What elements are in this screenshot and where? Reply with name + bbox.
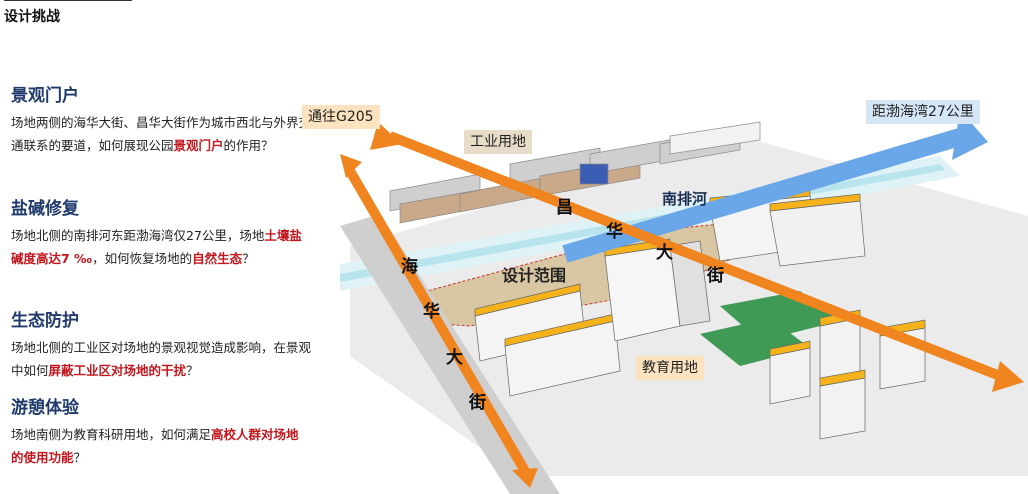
changhua-arrowhead-east (992, 361, 1024, 392)
label-river: 南排河 (662, 190, 708, 208)
section-body: 场地两侧的海华大街、昌华大街作为城市西北与外界交通联系的要道，如何展现公园景观门… (11, 111, 311, 157)
changhua-arrowhead-west (370, 122, 402, 150)
section-gateway: 景观门户 场地两侧的海华大街、昌华大街作为城市西北与外界交通联系的要道，如何展现… (11, 85, 311, 157)
section-recreation: 游憩体验 场地南侧为教育科研用地，如何满足高校人群对场地的使用功能？ (11, 397, 311, 469)
highlight-text: 高校人群对场地的使用功能 (11, 427, 299, 465)
label-bohai: 距渤海湾27公里 (866, 100, 980, 124)
highlight-text: 土壤盐碱度高达7 ‰ (11, 228, 302, 266)
text-run: 场地北侧的工业区对场地的景观视觉造成影响，在景观中如何 (11, 340, 312, 378)
haihua-arrowhead-north (340, 154, 362, 178)
section-heading: 生态防护 (11, 311, 79, 331)
road-char-haihua-2: 华 (423, 302, 440, 322)
road-char-changhua-4: 街 (707, 266, 724, 286)
section-body: 场地北侧的南排河东距渤海湾仅27公里，场地土壤盐碱度高达7 ‰，如何恢复场地的自… (11, 224, 311, 270)
changhua-arrow (388, 131, 1002, 381)
haihua-arrowhead-south (512, 468, 538, 488)
text-run: ，如何恢复场地的 (92, 251, 193, 266)
highlight-text: 自然生态 (192, 251, 243, 266)
text-run: 场地南侧为教育科研用地，如何满足 (11, 427, 212, 442)
road-char-haihua-3: 大 (446, 348, 463, 368)
road-char-changhua-1: 昌 (556, 198, 573, 218)
label-design-area: 设计范围 (502, 266, 567, 285)
road-char-changhua-3: 大 (656, 243, 673, 263)
site-diagram: 通往G205 距渤海湾27公里 工业用地 教育用地 设计范围 南排河 海 华 大… (302, 96, 1028, 494)
section-heading: 盐碱修复 (11, 199, 79, 219)
title-rule (4, 0, 132, 1)
section-heading: 游憩体验 (11, 398, 79, 418)
road-haihua (340, 214, 560, 494)
text-run: ？ (186, 363, 199, 378)
section-body: 场地北侧的工业区对场地的景观视觉造成影响，在景观中如何屏蔽工业区对场地的干扰？ (11, 336, 311, 382)
text-run: 场地两侧的海华大街、昌华大街作为城市西北与外界交通联系的要道，如何展现公园 (11, 115, 312, 153)
text-run: 的作用？ (223, 138, 274, 153)
road-char-haihua-1: 海 (401, 257, 418, 277)
road-char-changhua-2: 华 (606, 222, 623, 242)
label-g205: 通往G205 (302, 105, 380, 129)
school-buildings (474, 187, 866, 397)
section-body: 场地南侧为教育科研用地，如何满足高校人群对场地的使用功能？ (11, 423, 311, 469)
text-run: ？ (242, 251, 255, 266)
label-education: 教育用地 (636, 356, 704, 380)
text-run: ？ (73, 450, 87, 465)
haihua-arrow (345, 168, 530, 474)
section-eco-protection: 生态防护 场地北侧的工业区对场地的景观视觉造成影响，在景观中如何屏蔽工业区对场地… (11, 310, 311, 382)
highlight-text: 景观门户 (173, 138, 224, 153)
section-saline-repair: 盐碱修复 场地北侧的南排河东距渤海湾仅27公里，场地土壤盐碱度高达7 ‰，如何恢… (11, 198, 311, 270)
highlight-text: 屏蔽工业区对场地的干扰 (48, 363, 187, 378)
text-run: 场地北侧的南排河东距渤海湾仅27公里，场地 (11, 228, 265, 243)
section-heading: 景观门户 (11, 86, 79, 106)
road-char-haihua-4: 街 (469, 393, 486, 413)
page-title: 设计挑战 (4, 9, 60, 25)
site-illustration (340, 110, 1028, 494)
industrial-buildings (389, 121, 761, 224)
label-industrial: 工业用地 (464, 130, 532, 154)
